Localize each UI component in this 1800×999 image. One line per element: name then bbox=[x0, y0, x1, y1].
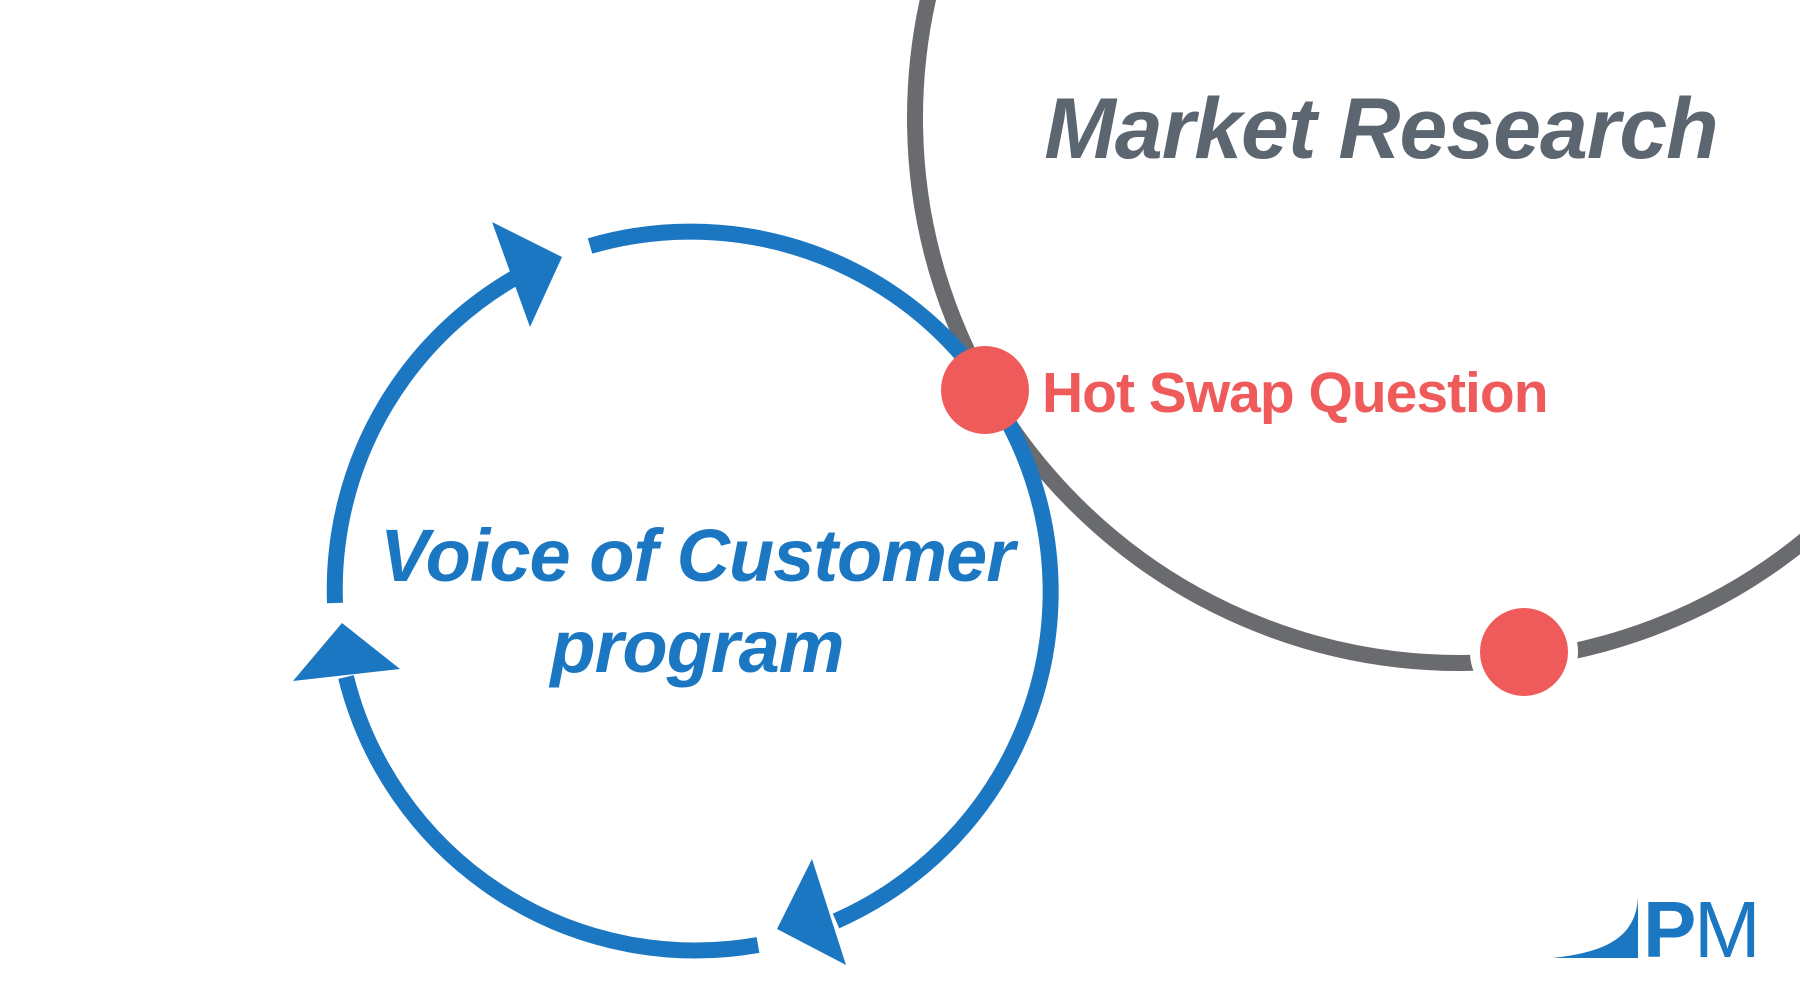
market-dot bbox=[1480, 608, 1568, 696]
voc-cycle-circle bbox=[293, 222, 1059, 965]
voc-label-line1: Voice of Customer bbox=[380, 514, 1019, 597]
market-research-title: Market Research bbox=[1044, 81, 1717, 177]
pm-logo-letter-p: P bbox=[1643, 885, 1696, 974]
voc-arc-top-left bbox=[326, 258, 541, 604]
arrowhead-top-icon bbox=[492, 222, 562, 327]
arrowhead-bottom-icon bbox=[777, 859, 846, 965]
market-research-circle bbox=[907, 0, 1800, 671]
hot-swap-question-label: Hot Swap Question bbox=[1042, 361, 1548, 425]
pm-logo: P M bbox=[1552, 885, 1761, 974]
voc-label-line2: program bbox=[548, 605, 843, 688]
pm-logo-swoosh-icon bbox=[1552, 897, 1638, 958]
voc-arc-right bbox=[587, 223, 1059, 929]
arrowhead-left-icon bbox=[293, 623, 400, 681]
hot-swap-dot bbox=[941, 346, 1029, 434]
pm-logo-letter-m: M bbox=[1694, 885, 1761, 974]
voc-arc-bottom-left bbox=[338, 675, 760, 959]
